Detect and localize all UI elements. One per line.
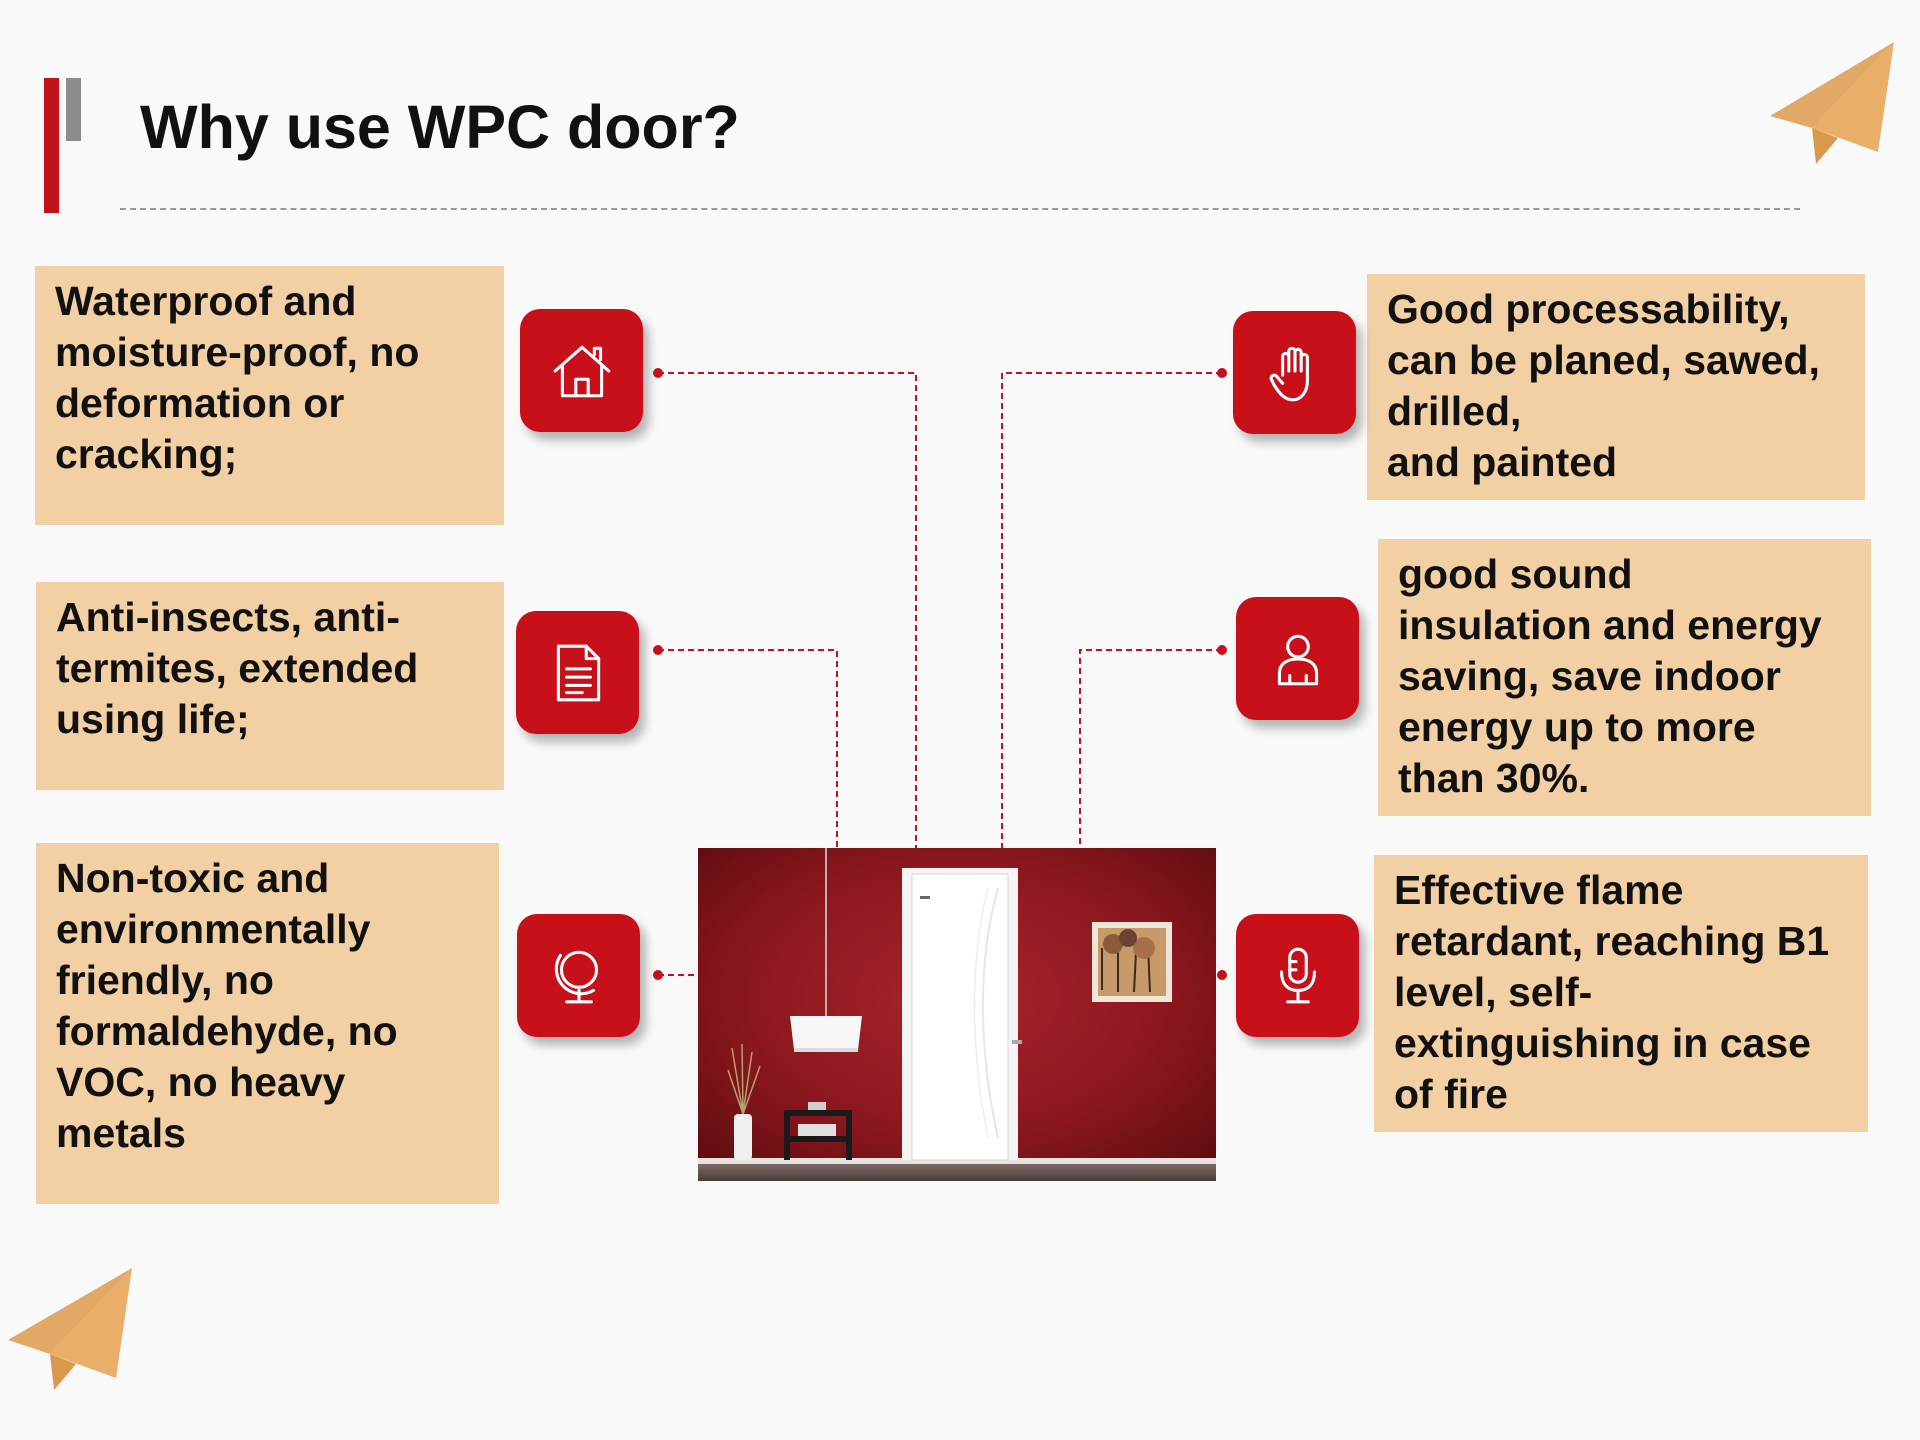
hand-icon-button	[1233, 311, 1356, 434]
document-icon	[556, 644, 600, 701]
connector-line-document	[658, 649, 838, 850]
connector-line-person	[1079, 649, 1222, 850]
connector-line-hand	[1001, 372, 1222, 850]
wpc-door-photo	[698, 848, 1216, 1181]
title-accent-red-bar	[44, 78, 59, 213]
connector-dot	[653, 645, 663, 655]
feature-text-anti-insects: Anti-insects, anti- termites, extended u…	[56, 594, 419, 742]
person-icon-button	[1236, 597, 1359, 720]
hand-icon	[1269, 346, 1309, 401]
connector-dot	[653, 970, 663, 980]
home-icon	[553, 345, 610, 397]
feature-card-flame-retardant: Effective flame retardant, reaching B1 l…	[1374, 855, 1868, 1132]
title-accent-gray-bar	[66, 78, 81, 141]
feature-card-waterproof: Waterproof and moisture-proof, no deform…	[35, 266, 504, 525]
microphone-icon-button	[1236, 914, 1359, 1037]
globe-icon	[554, 950, 598, 1003]
feature-text-flame-retardant: Effective flame retardant, reaching B1 l…	[1394, 867, 1830, 1117]
feature-card-processability: Good processability, can be planed, sawe…	[1367, 274, 1865, 500]
globe-icon-button	[517, 914, 640, 1037]
person-icon	[1277, 634, 1318, 685]
connector-dot	[1217, 645, 1227, 655]
feature-card-non-toxic: Non-toxic and environmentally friendly, …	[36, 843, 499, 1204]
feature-card-sound-insulation: good sound insulation and energy saving,…	[1378, 539, 1871, 816]
title-divider	[120, 208, 1800, 210]
feature-text-waterproof: Waterproof and moisture-proof, no deform…	[55, 278, 420, 477]
connector-dot	[653, 368, 663, 378]
feature-text-processability: Good processability, can be planed, sawe…	[1387, 286, 1820, 485]
connector-dot	[1217, 970, 1227, 980]
paper-plane-icon-bottom-left	[8, 1268, 132, 1390]
paper-plane-icon-top-right	[1770, 42, 1894, 164]
feature-text-non-toxic: Non-toxic and environmentally friendly, …	[56, 855, 398, 1156]
feature-card-anti-insects: Anti-insects, anti- termites, extended u…	[36, 582, 504, 790]
feature-text-sound-insulation: good sound insulation and energy saving,…	[1398, 551, 1822, 801]
page-title: Why use WPC door?	[140, 93, 740, 161]
document-icon-button	[516, 611, 639, 734]
connector-dot	[1217, 368, 1227, 378]
door-room-illustration	[698, 848, 1216, 1181]
microphone-icon	[1279, 947, 1316, 1003]
connector-line-home	[658, 372, 917, 850]
home-icon-button	[520, 309, 643, 432]
